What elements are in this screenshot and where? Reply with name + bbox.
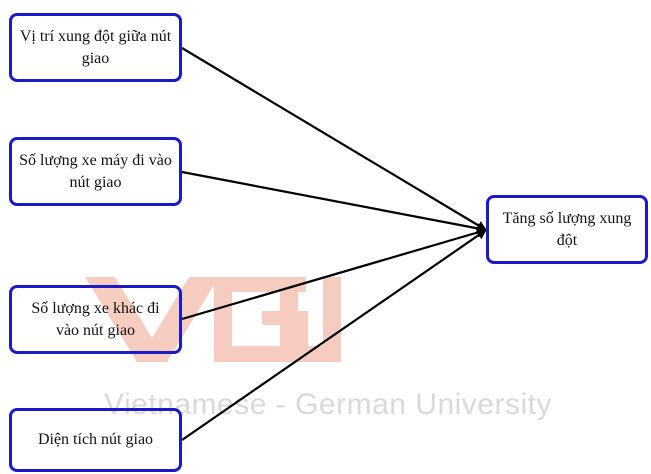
factor-node-other-vehicle-count: Số lượng xe khác đi vào nút giao: [9, 285, 182, 354]
factor-node-intersection-area: Diện tích nút giao: [9, 408, 182, 472]
factor-node-label: Diện tích nút giao: [37, 431, 154, 448]
outcome-node-increase-conflicts: Tăng số lượng xung đột: [486, 195, 648, 264]
edge-f3-to-outcome: [181, 227, 487, 321]
factor-node-label: Vị trí xung đột giữa nút giao: [19, 27, 172, 67]
factor-node-conflict-location: Vị trí xung đột giữa nút giao: [9, 13, 182, 82]
factor-node-label: Số lượng xe máy đi vào nút giao: [19, 151, 172, 191]
edge-f1-to-outcome: [181, 47, 487, 231]
outcome-node-label: Tăng số lượng xung đột: [502, 209, 632, 249]
factor-node-label: Số lượng xe khác đi vào nút giao: [31, 299, 160, 339]
factor-node-motorbike-count: Số lượng xe máy đi vào nút giao: [9, 137, 182, 206]
edge-f2-to-outcome: [181, 170, 487, 234]
edge-f4-to-outcome: [181, 229, 487, 441]
